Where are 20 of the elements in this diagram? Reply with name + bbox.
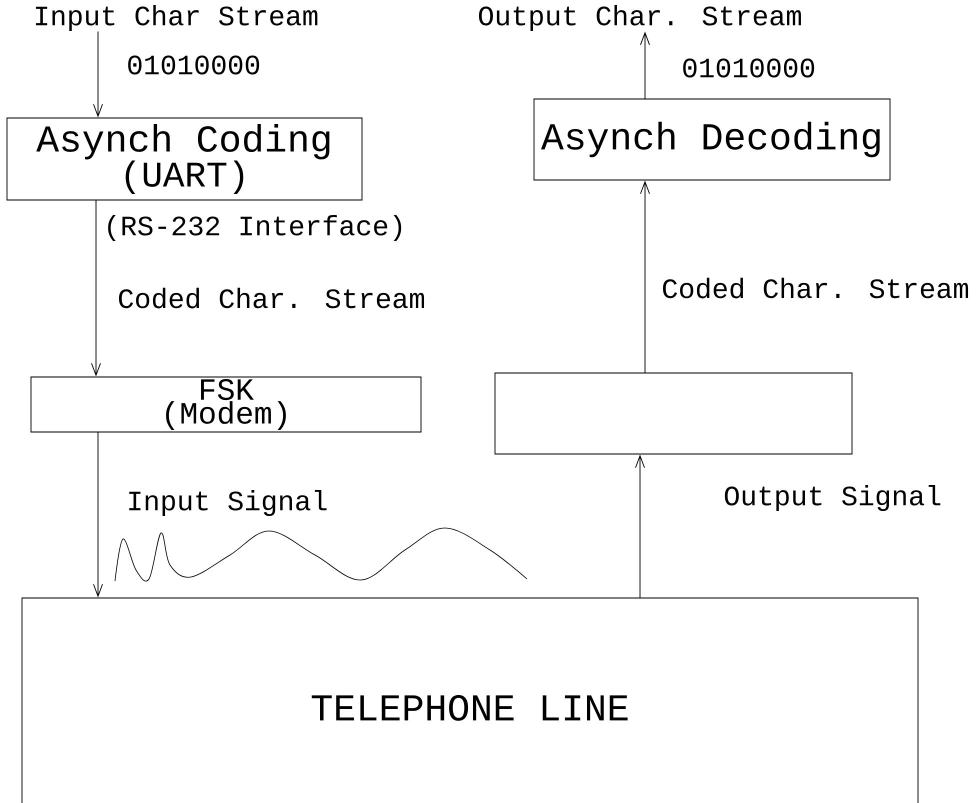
arrow xyxy=(640,180,650,373)
line-box: TELEPHONE LINE xyxy=(22,598,918,803)
edge-label: Input Signal xyxy=(125,488,330,518)
interface-label: (RS-232 Interface) xyxy=(108,214,402,242)
stream-label: Input Char Stream xyxy=(36,4,318,32)
edge-label: 01010000 xyxy=(125,54,262,76)
edge-label: Coded Char. Stream xyxy=(660,276,971,300)
edge-label: Output Signal xyxy=(722,484,943,512)
arrow xyxy=(93,432,103,598)
process-box: Asynch Decoding xyxy=(534,98,890,180)
edge-label: Coded Char. Stream xyxy=(116,286,426,310)
arrow xyxy=(635,454,645,598)
arrow xyxy=(640,32,650,99)
process-box: FSK (Modem) xyxy=(30,376,422,432)
process-box: Asynch Coding (UART) xyxy=(6,118,362,200)
arrow xyxy=(91,200,101,377)
empty-box xyxy=(494,372,852,454)
edge-label: 01010000 xyxy=(680,58,817,78)
arrow xyxy=(93,31,103,118)
stream-label: Output Char. Stream xyxy=(478,4,801,32)
